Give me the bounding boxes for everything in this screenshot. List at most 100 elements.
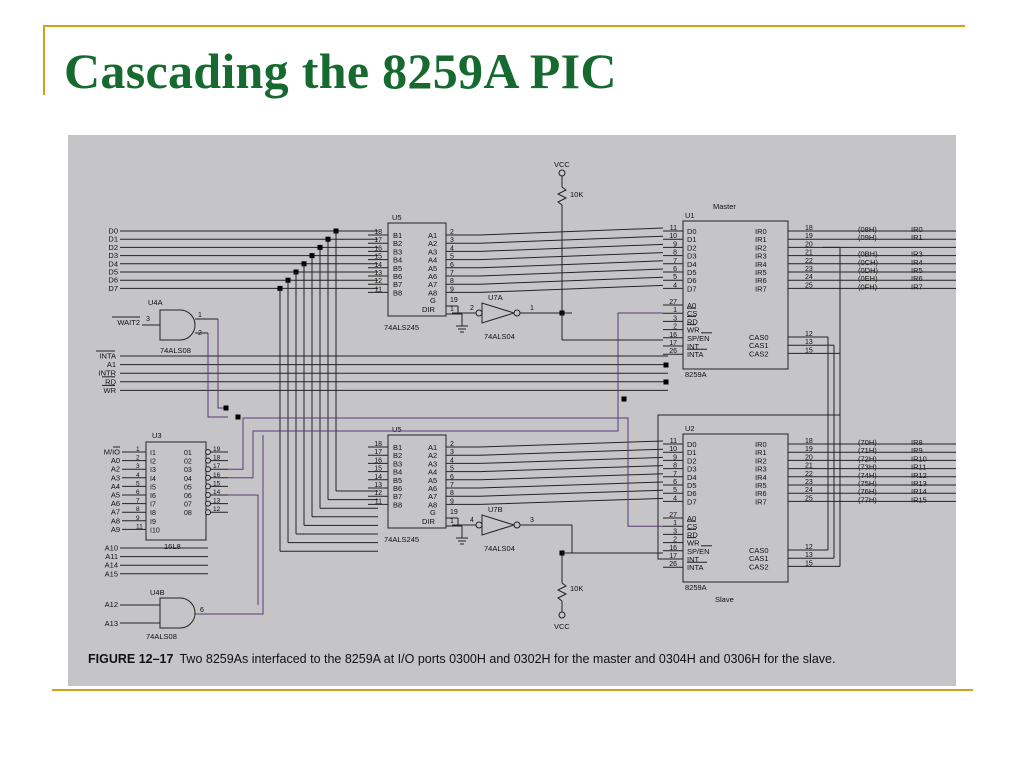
u5-pin-num: 2 — [450, 441, 454, 448]
u5-to-u1 — [479, 235, 664, 244]
bottom-rule — [52, 689, 973, 691]
pic-pin: D6 — [687, 489, 697, 498]
u5-pin: B4 — [393, 468, 402, 477]
cs-wire — [228, 417, 663, 527]
output-bubble — [205, 483, 211, 490]
decoder-input-label: A6 — [111, 499, 120, 508]
pin-num: 9 — [136, 515, 140, 522]
u5-to-u2 — [479, 440, 664, 448]
gate-input-label: A12 — [105, 600, 118, 609]
pic-pin-num: 21 — [805, 463, 813, 470]
u5-pin-num: 14 — [374, 474, 382, 481]
wire — [657, 247, 841, 560]
u5-pin: B6 — [393, 484, 402, 493]
gate-part: 74ALS08 — [146, 632, 177, 641]
vcc-label-bottom: VCC — [554, 622, 570, 631]
u5-pin: A6 — [428, 484, 437, 493]
pic-pin: CS — [687, 522, 697, 531]
output-bubble — [205, 474, 211, 481]
pic-pin-num: 8 — [673, 250, 677, 257]
u5-pin: A4 — [428, 468, 437, 477]
irq-label: IR7 — [911, 282, 923, 291]
pic-pin: WR — [687, 539, 700, 548]
u5-pin: B1 — [393, 231, 402, 240]
pic-pin-num: 19 — [805, 233, 813, 240]
pic-pin: CS — [687, 309, 697, 318]
pic-pin: D3 — [687, 252, 697, 261]
decoder-extra-label: A10 — [105, 544, 118, 553]
pin-num: 3 — [136, 463, 140, 470]
pic-pin: D7 — [687, 497, 697, 506]
u5-pin-num: 15 — [374, 466, 382, 473]
pic-pin-num: 12 — [805, 544, 813, 551]
decoder-pin: 04 — [184, 476, 192, 483]
irq-label: IR11 — [911, 463, 926, 472]
u5-pin: A3 — [428, 459, 437, 468]
control-label-intr: INTR — [99, 369, 117, 378]
decoder-input-label: A2 — [111, 465, 120, 474]
junction-dot — [663, 362, 669, 368]
decoder-wire — [228, 494, 259, 605]
pic-pin: SP/EN — [687, 547, 710, 556]
pic-pin: INTA — [687, 350, 704, 359]
u5-pin: B5 — [393, 476, 402, 485]
u5-to-u2 — [479, 489, 664, 497]
u5-pin: A1 — [428, 231, 437, 240]
u5-pin: A2 — [428, 239, 437, 248]
pin-num: 5 — [136, 480, 140, 487]
decoder-input-label: A0 — [111, 456, 120, 465]
pic-pin-num: 7 — [673, 258, 677, 265]
u5-pin-num: 7 — [450, 270, 454, 277]
irq-label: IR12 — [911, 471, 927, 480]
u5-pin-num: 9 — [450, 286, 454, 293]
u5-pin: B6 — [393, 272, 402, 281]
pic-pin-num: 12 — [805, 331, 813, 338]
pic-pin: D1 — [687, 448, 697, 457]
decoder-pin: I2 — [150, 459, 156, 466]
u5-chip-bottom — [387, 434, 447, 529]
pic-pin: IR3 — [755, 465, 767, 474]
wire — [207, 333, 228, 418]
u5-pin-num: 12 — [374, 490, 382, 497]
pic-pin: CAS1 — [749, 341, 769, 350]
inverter-bubble — [475, 521, 483, 529]
u5-to-u2 — [479, 465, 664, 473]
pic-pin: A0 — [687, 301, 696, 310]
pic-role-u2: Slave — [715, 595, 734, 604]
pic-pin: D5 — [687, 481, 697, 490]
u5-pin-num: 12 — [374, 278, 382, 285]
u5-pin-num: 13 — [374, 482, 382, 489]
decoder-input-label: A8 — [111, 516, 120, 525]
decoder-input-label: A7 — [111, 508, 120, 517]
gate-input-label: A13 — [105, 619, 118, 628]
data-bus-label-d2: D2 — [108, 243, 118, 252]
pic-pin-num: 2 — [673, 537, 677, 544]
inverter-b — [481, 514, 516, 536]
pic-pin-num: 20 — [805, 241, 813, 248]
u5-pin: A3 — [428, 247, 437, 256]
output-bubble — [205, 466, 211, 473]
u5-pin-num: 16 — [374, 245, 382, 252]
u5-to-u1 — [479, 268, 664, 277]
pic-pin: D6 — [687, 276, 697, 285]
u5-pin: B3 — [393, 459, 402, 468]
decoder-name: U3 — [152, 431, 162, 440]
pic-role-u1: Master — [713, 202, 736, 211]
pic-pin-num: 19 — [805, 446, 813, 453]
u5-part-bottom: 74ALS245 — [384, 535, 419, 544]
pic-pin-num: 1 — [673, 307, 677, 314]
u5-to-u2 — [479, 497, 664, 505]
output-bubble — [205, 492, 211, 498]
top-rule — [43, 25, 965, 27]
pic-pin-num: 2 — [673, 324, 677, 331]
vcc-terminal — [558, 169, 566, 177]
data-bus-label-d5: D5 — [108, 268, 118, 277]
irq-label: IR5 — [911, 266, 923, 275]
pic-pin: RD — [687, 317, 698, 326]
u5-pin: A5 — [428, 264, 437, 273]
decoder-input-label: A5 — [111, 491, 120, 500]
u5-to-u1 — [479, 276, 664, 285]
u4b-out — [195, 435, 264, 615]
gate-part: 74ALS08 — [160, 346, 191, 355]
pic-pin: IR0 — [755, 227, 767, 236]
